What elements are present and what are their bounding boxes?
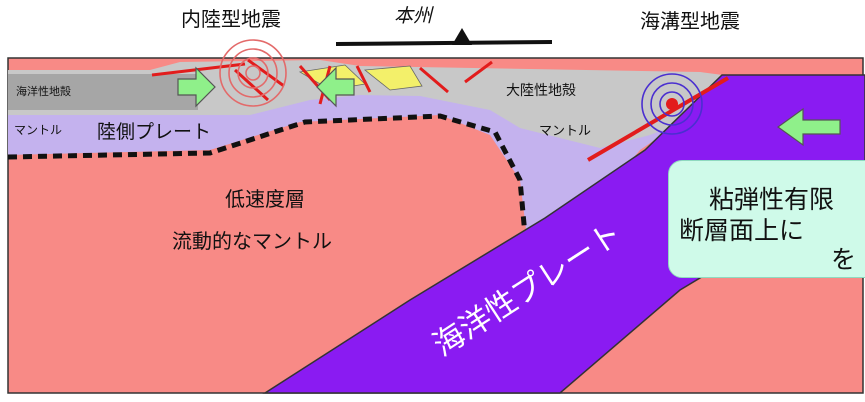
quake-ring bbox=[237, 57, 269, 89]
callout-line-3: を bbox=[831, 245, 857, 274]
mantle-left-label: マントル bbox=[14, 123, 63, 137]
quake-ring bbox=[228, 48, 278, 98]
fault-line bbox=[247, 58, 285, 88]
callout-line-2: 断層面上に bbox=[679, 216, 805, 245]
quake-ring bbox=[219, 39, 287, 107]
fault-line bbox=[355, 65, 372, 93]
quake-ring bbox=[650, 82, 694, 126]
land-plate-label: 陸側プレート bbox=[97, 121, 212, 143]
callout-box: 粘弾性有限 断層面上に を bbox=[668, 160, 865, 278]
honshu-bar bbox=[335, 40, 553, 46]
oceanic-crust-strip bbox=[8, 74, 198, 110]
honshu-label: 本州 bbox=[394, 5, 433, 27]
compression-arrow-left-icon bbox=[316, 66, 355, 108]
compression-arrow-right-icon bbox=[177, 66, 216, 108]
sediment-patch bbox=[363, 65, 423, 91]
quake-ring bbox=[659, 91, 685, 117]
trench-quake-rings bbox=[641, 73, 703, 135]
volcano-triangle-icon bbox=[452, 28, 472, 45]
callout-line-1: 粘弾性有限 bbox=[709, 185, 835, 214]
inland-quake-label: 内陸型地震 bbox=[181, 7, 281, 31]
fault-line bbox=[419, 66, 449, 94]
mantle-right-label: マントル bbox=[539, 124, 592, 139]
trench-quake-label: 海溝型地震 bbox=[640, 9, 740, 33]
flowing-mantle-label: 流動的なマントル bbox=[172, 229, 332, 253]
quake-ring bbox=[245, 65, 261, 81]
plate-motion-arrow-icon bbox=[776, 107, 841, 147]
oceanic-crust-label: 海洋性地殻 bbox=[16, 85, 71, 98]
quake-ring bbox=[641, 73, 703, 135]
trench-quake-hypocenter bbox=[666, 98, 678, 110]
oceanic-plate bbox=[262, 74, 865, 394]
low-velocity-layer-label: 低速度層 bbox=[225, 187, 305, 211]
fault-line bbox=[464, 60, 493, 84]
inland-quake-rings bbox=[219, 39, 287, 107]
continental-crust-label: 大陸性地殻 bbox=[506, 83, 576, 99]
lithosphere-boundary bbox=[7, 113, 548, 286]
